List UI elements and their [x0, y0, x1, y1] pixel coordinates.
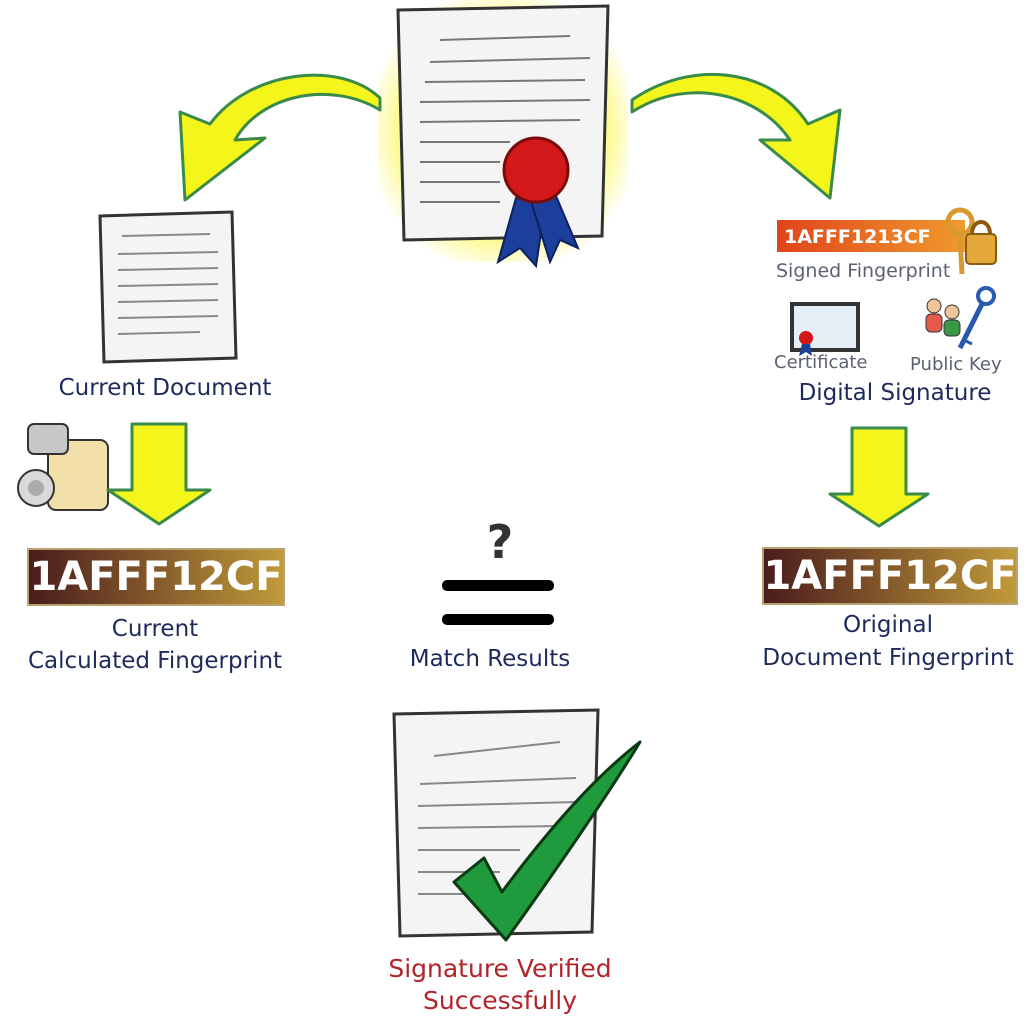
public-key-label: Public Key: [910, 354, 1002, 375]
current-fingerprint-caption-line2: Calculated Fingerprint: [27, 648, 283, 674]
curved-arrow-left: [178, 73, 382, 202]
document-icon: [98, 210, 238, 364]
down-arrow-right: [828, 426, 930, 528]
meat-grinder-icon: [17, 423, 109, 511]
signed-fingerprint-value: 1AFFF1213CF: [784, 226, 931, 248]
equals-bar-top: [442, 580, 554, 591]
verified-line1: Signature Verified: [388, 954, 612, 983]
current-fingerprint-caption-line1: Current: [111, 616, 199, 642]
certificate-icon: [790, 302, 860, 356]
down-arrow-left: [106, 422, 212, 526]
equals-bar-bottom: [442, 614, 554, 625]
original-fingerprint-box: 1AFFF12CF: [762, 547, 1018, 605]
question-mark: ?: [486, 515, 514, 569]
signed-fingerprint-bar: [777, 220, 965, 252]
checkmark-icon: [452, 740, 642, 942]
curved-arrow-right: [630, 72, 842, 200]
original-fingerprint-caption-line1: Original: [842, 612, 933, 638]
verified-line2: Successfully: [423, 986, 577, 1015]
people-key-icon: [925, 286, 996, 350]
original-fingerprint-caption-line2: Document Fingerprint: [762, 645, 1014, 671]
match-results-label: Match Results: [409, 646, 571, 672]
signed-fingerprint-label: Signed Fingerprint: [776, 260, 951, 282]
digital-signature-label: Digital Signature: [798, 380, 992, 406]
signed-document-icon: [378, 0, 628, 269]
current-fingerprint-box: 1AFFF12CF: [27, 548, 285, 606]
certificate-label: Certificate: [774, 352, 868, 373]
current-document-label: Current Document: [58, 375, 272, 401]
key-lock-icon: [945, 207, 997, 275]
